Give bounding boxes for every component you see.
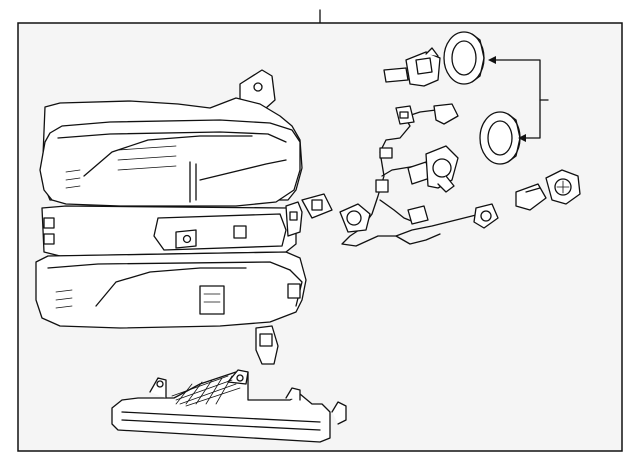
callout-bracket <box>488 56 548 142</box>
seal-ring <box>444 32 484 84</box>
mounting-bracket <box>112 370 346 442</box>
cover-gasket <box>302 194 332 218</box>
wiring-harness <box>340 104 498 246</box>
wedge-bulb <box>516 184 546 210</box>
bulb <box>384 48 440 86</box>
seal-ring <box>480 112 520 164</box>
bulb-socket <box>546 170 580 204</box>
headlamp-assembly <box>36 70 306 364</box>
bulb-socket <box>408 146 458 192</box>
